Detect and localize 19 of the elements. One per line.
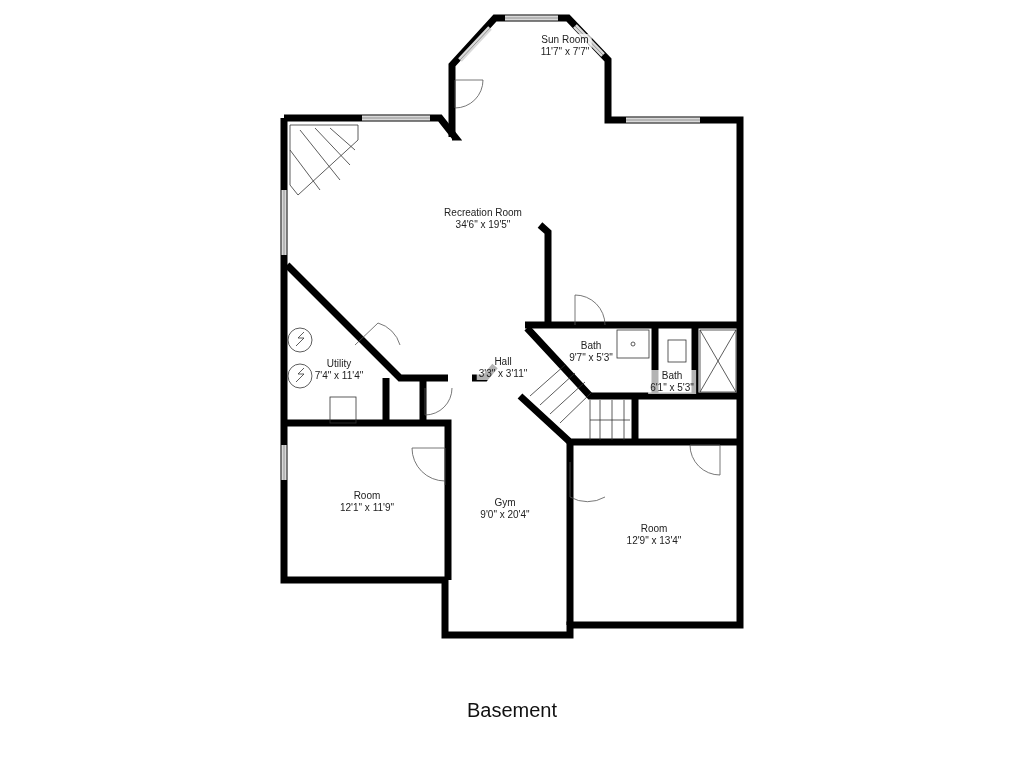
room-name: Utility xyxy=(326,358,352,370)
room-name: Bath xyxy=(580,340,602,352)
room-name: Room xyxy=(353,490,381,502)
room-dimensions: 12'1" x 11'9" xyxy=(339,502,395,514)
room-dimensions: 12'9" x 13'4" xyxy=(626,535,682,547)
room-name: Bath xyxy=(661,370,683,382)
room-name: Gym xyxy=(494,497,516,509)
plan-title: Basement xyxy=(466,698,558,723)
room-name: Hall xyxy=(494,356,512,368)
room-name: Recreation Room xyxy=(444,207,522,219)
room-dimensions: 11'7" x 7'7" xyxy=(540,46,590,58)
room-dimensions: 7'4" x 11'4" xyxy=(314,370,364,382)
room-dimensions: 34'6" x 19'5" xyxy=(455,219,511,231)
room-dimensions: 9'7" x 5'3" xyxy=(569,352,613,364)
room-name: Room xyxy=(640,523,668,535)
room-dimensions: 9'0" x 20'4" xyxy=(480,509,530,521)
room-name: Sun Room xyxy=(541,34,589,46)
room-dimensions: 6'1" x 5'3" xyxy=(650,382,694,394)
room-dimensions: 3'3" x 3'11" xyxy=(478,368,528,380)
